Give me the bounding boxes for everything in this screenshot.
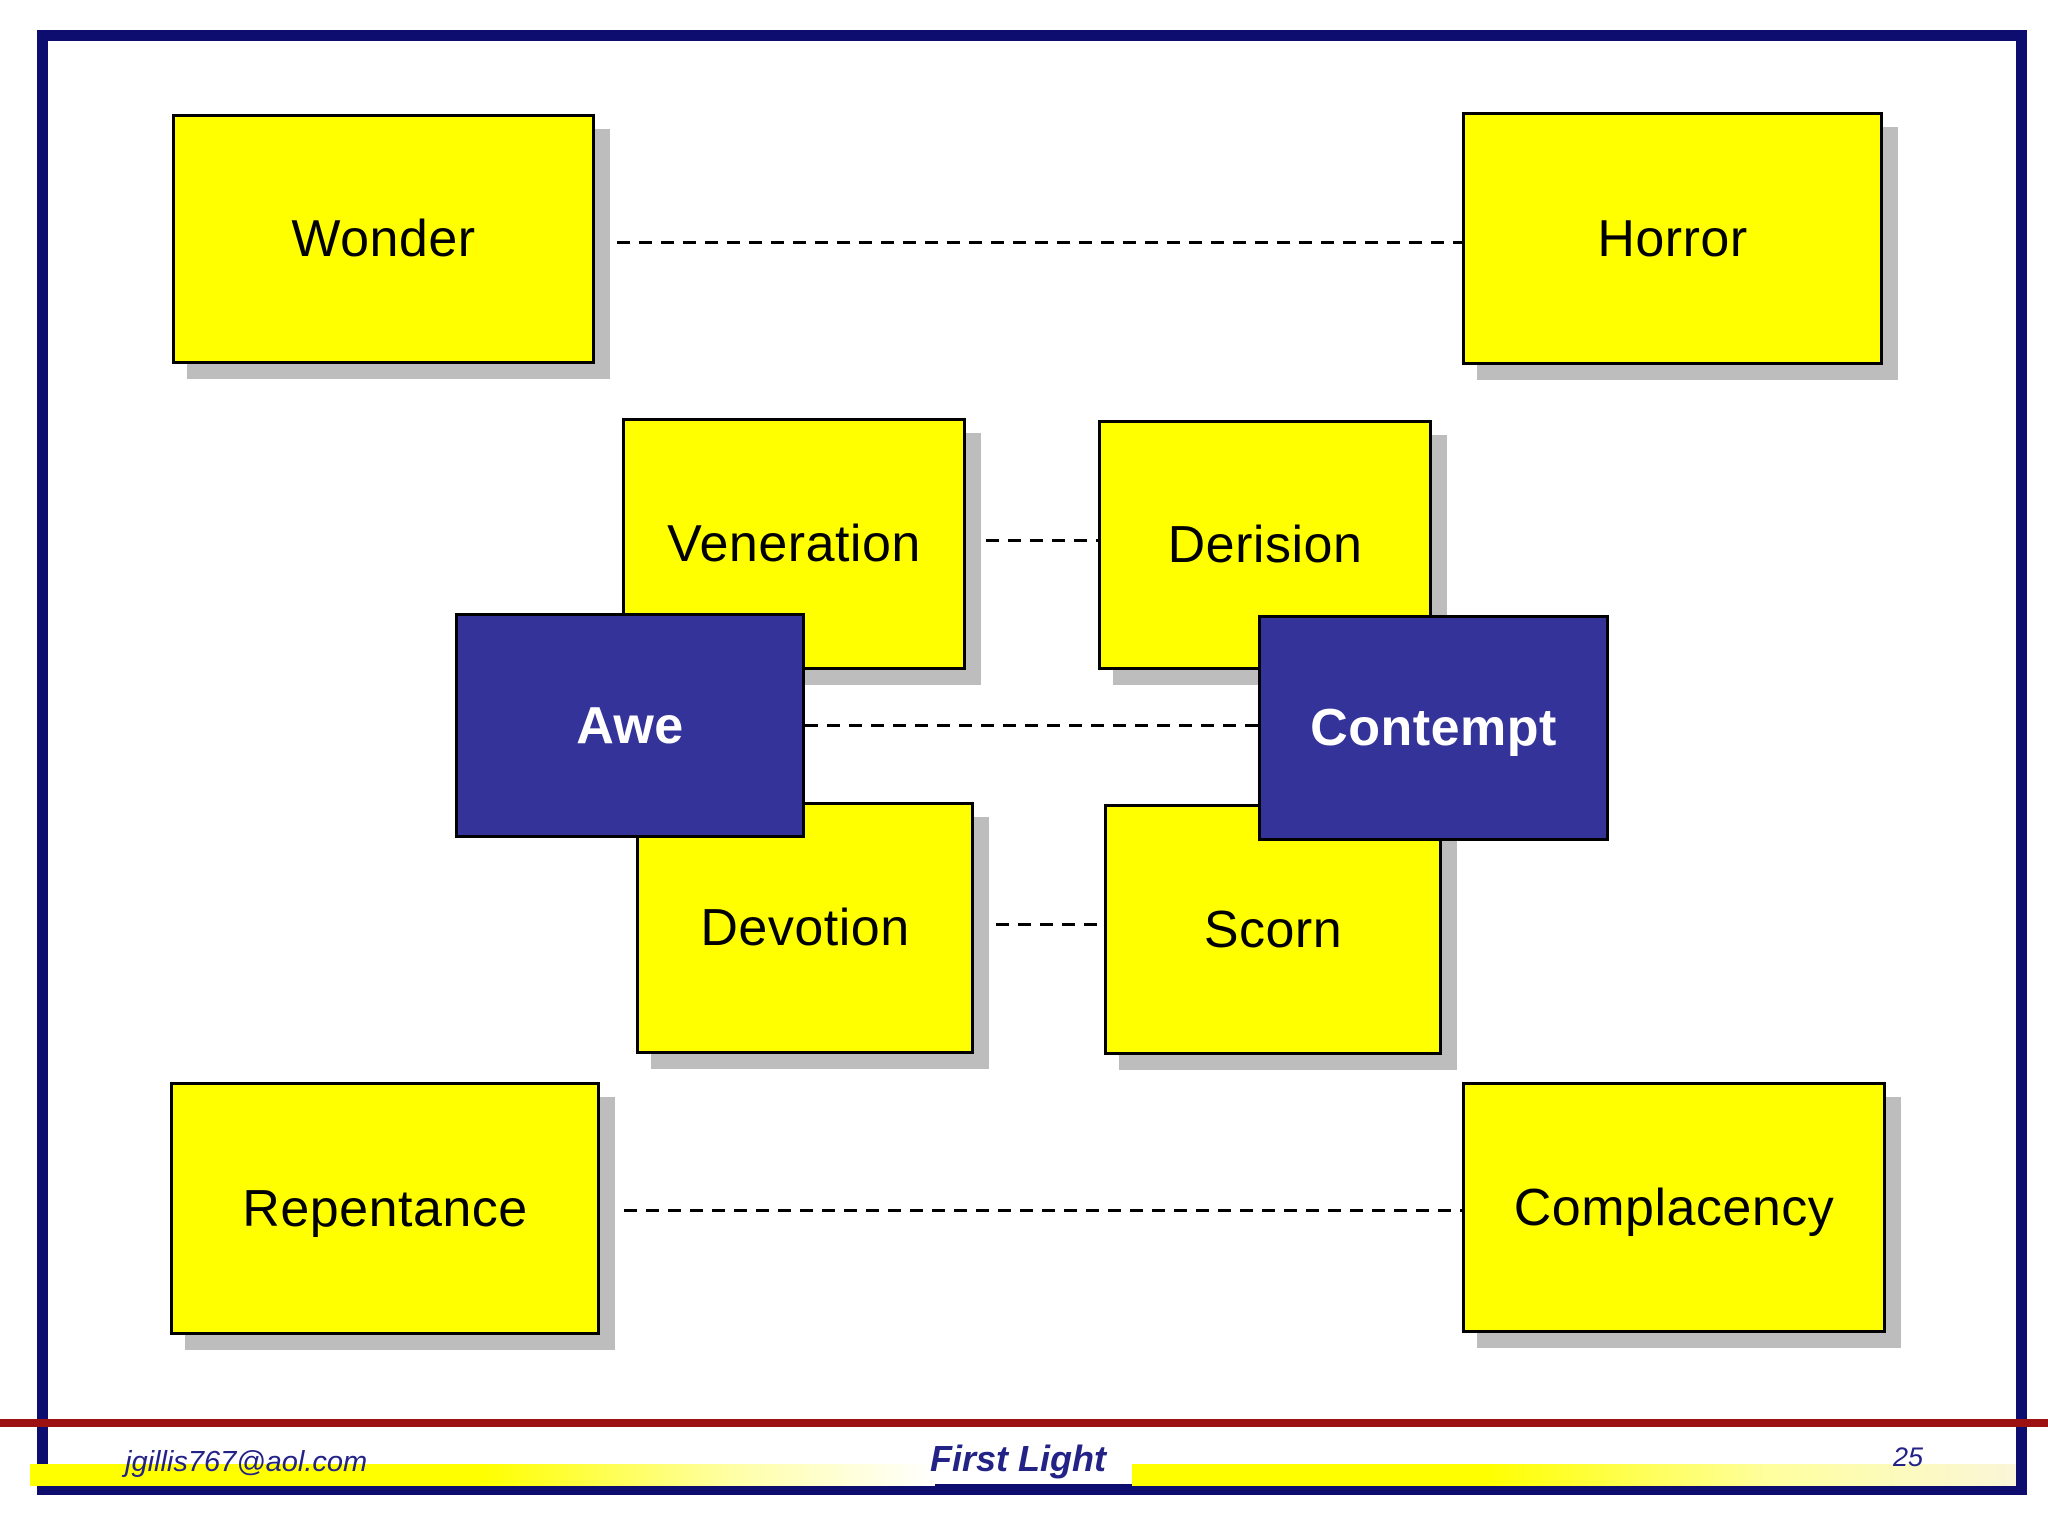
connector-devotion-scorn: [974, 923, 1104, 926]
node-contempt: Contempt: [1258, 615, 1609, 841]
node-veneration-label: Veneration: [667, 515, 921, 573]
connector-veneration-derision: [964, 539, 1098, 542]
footer-yellow-bar-right: [1132, 1464, 2016, 1486]
node-wonder: Wonder: [172, 114, 595, 364]
slide-border-frame: [37, 30, 2027, 1495]
node-devotion-label: Devotion: [700, 899, 910, 957]
footer-title: First Light: [930, 1438, 1106, 1479]
footer-yellow-bar-left: [30, 1464, 935, 1486]
connector-wonder-horror: [595, 241, 1462, 244]
node-contempt-label: Contempt: [1310, 699, 1557, 757]
node-devotion: Devotion: [636, 802, 974, 1054]
node-repentance-label: Repentance: [242, 1179, 528, 1238]
node-wonder-label: Wonder: [291, 210, 476, 268]
node-complacency-label: Complacency: [1513, 1178, 1835, 1237]
node-awe: Awe: [455, 613, 805, 838]
node-horror: Horror: [1462, 112, 1883, 365]
node-scorn-label: Scorn: [1203, 900, 1343, 959]
node-awe-label: Awe: [576, 696, 684, 755]
connector-awe-contempt: [805, 724, 1258, 727]
footer-email: jgillis767@aol.com: [125, 1446, 368, 1478]
node-horror-label: Horror: [1597, 209, 1748, 268]
connector-repentance-complacency: [602, 1209, 1462, 1212]
node-repentance: Repentance: [170, 1082, 600, 1335]
footer-red-rule: [0, 1419, 2048, 1427]
node-complacency: Complacency: [1462, 1082, 1886, 1333]
node-scorn: Scorn: [1104, 804, 1442, 1055]
node-derision-label: Derision: [1167, 516, 1363, 574]
page-number: 25: [1893, 1442, 1924, 1472]
